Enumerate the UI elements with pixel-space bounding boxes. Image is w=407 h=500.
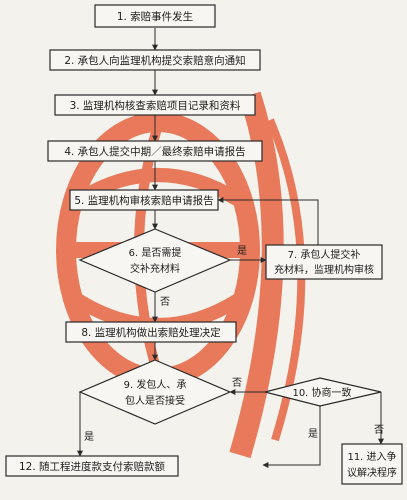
step-8-box: 8. 监理机构做出索赔处理决定 xyxy=(65,321,237,343)
step-2-box: 2. 承包人向监理机构提交索赔意向通知 xyxy=(49,49,261,71)
step-9-label-line2: 包人是否接受 xyxy=(125,394,185,407)
step-5-box: 5. 监理机构审核索赔申请报告 xyxy=(69,189,219,211)
edge-label-no-9-10: 否 xyxy=(232,377,242,389)
edge-label-yes-9-12: 是 xyxy=(84,431,94,443)
step-11-box: 11. 进入争 议解决程序 xyxy=(341,443,403,485)
step-12-box: 12. 随工程进度款支付索赔款额 xyxy=(5,455,179,477)
step-6-label-line2: 交补充材料 xyxy=(130,262,180,275)
edge-label-no-10-11: 否 xyxy=(374,424,384,436)
step-9-label-line1: 9. 发包人、承 xyxy=(124,378,187,391)
step-10-label: 10. 协商一致 xyxy=(292,386,351,399)
step-10-decision: 10. 协商一致 xyxy=(264,377,382,407)
step-6-decision: 6. 是否需提 交补充材料 xyxy=(78,228,232,293)
step-1-box: 1. 索赔事件发生 xyxy=(94,4,216,28)
step-4-box: 4. 承包人提交中期／最终索赔申请报告 xyxy=(47,140,263,162)
step-4-label: 4. 承包人提交中期／最终索赔申请报告 xyxy=(64,145,245,158)
step-7-label-line2: 充材料，监理机构审核 xyxy=(274,263,374,276)
step-2-label: 2. 承包人向监理机构提交索赔意向通知 xyxy=(64,54,245,67)
step-5-label: 5. 监理机构审核索赔申请报告 xyxy=(74,194,213,207)
step-7-label-line1: 7. 承包人提交补 xyxy=(288,248,361,261)
step-11-label-line1: 11. 进入争 xyxy=(347,450,396,463)
step-3-label: 3. 监理机构核查索赔项目记录和资料 xyxy=(70,99,241,112)
step-1-label: 1. 索赔事件发生 xyxy=(117,10,193,23)
step-7-box: 7. 承包人提交补 充材料，监理机构审核 xyxy=(265,244,383,280)
edge-label-yes-10-12: 是 xyxy=(308,428,318,440)
step-8-label: 8. 监理机构做出索赔处理决定 xyxy=(81,326,221,339)
step-11-label-line2: 议解决程序 xyxy=(347,466,397,479)
edge-label-no-6-8: 否 xyxy=(160,296,170,308)
edge-label-yes-6-7: 是 xyxy=(237,245,247,257)
step-12-label: 12. 随工程进度款支付索赔款额 xyxy=(19,460,166,473)
step-3-box: 3. 监理机构核查索赔项目记录和资料 xyxy=(54,94,256,116)
step-6-label-line1: 6. 是否需提 xyxy=(129,247,182,259)
step-9-decision: 9. 发包人、承 包人是否接受 xyxy=(78,359,232,425)
